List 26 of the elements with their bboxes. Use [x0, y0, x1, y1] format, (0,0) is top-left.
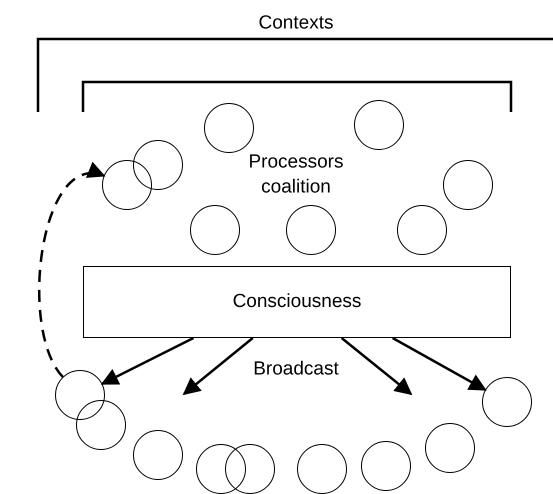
circle	[354, 100, 404, 150]
circle	[55, 370, 105, 420]
circle	[443, 160, 493, 210]
arrow	[182, 337, 254, 396]
circle	[133, 140, 183, 190]
circle	[196, 444, 246, 494]
circle	[297, 444, 347, 494]
circle	[76, 400, 126, 450]
circle	[225, 444, 275, 494]
text-label: Broadcast	[253, 358, 339, 382]
text-label: Processors coalition	[247, 150, 345, 199]
circle	[133, 430, 183, 480]
circle	[204, 103, 254, 153]
circle	[361, 441, 411, 491]
arrow	[392, 336, 487, 391]
circle	[102, 160, 152, 210]
arrow	[100, 336, 194, 385]
text-label: Contexts	[258, 12, 334, 36]
circle	[286, 205, 336, 255]
circle	[482, 377, 532, 427]
circle	[425, 423, 475, 473]
process-box: Consciousness	[83, 266, 511, 338]
circle	[190, 205, 240, 255]
arrow	[340, 337, 412, 396]
circle	[397, 205, 447, 255]
dashed-arrow	[38, 164, 106, 378]
